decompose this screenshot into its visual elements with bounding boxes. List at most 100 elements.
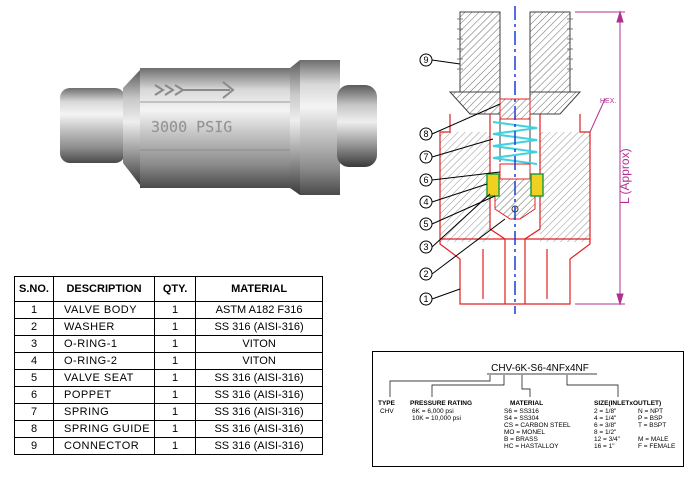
material-cell: SS 316 (AISI-316) — [195, 420, 324, 438]
thread-value: P = BSP — [638, 415, 663, 422]
svg-text:5: 5 — [423, 219, 428, 229]
material-heading: MATERIAL — [510, 400, 543, 407]
material-value: CS = CARBON STEEL — [504, 422, 571, 429]
length-dimension — [575, 10, 625, 306]
qty-cell: 1 — [154, 318, 197, 336]
material-cell: VITON — [195, 352, 324, 370]
material-cell: SS 316 (AISI-316) — [195, 437, 324, 455]
size-value: 16 = 1" — [594, 443, 615, 450]
table-header-row: S.NO. DESCRIPTION QTY. MATERIAL — [14, 276, 324, 302]
sno-cell: 2 — [14, 318, 54, 336]
sno-cell: 8 — [14, 420, 54, 438]
valve-seat-part — [486, 173, 544, 197]
size-value: 6 = 3/8" — [594, 422, 617, 429]
svg-text:2: 2 — [423, 269, 428, 279]
callout-9: 9 — [419, 53, 461, 67]
gender-value: F = FEMALE — [638, 443, 676, 450]
svg-text:3: 3 — [423, 242, 428, 252]
qty-cell: 1 — [154, 403, 197, 421]
size-value: 12 = 3/4" — [594, 436, 621, 443]
hex-label: HEX. — [600, 98, 616, 105]
material-value: S6 = SS316 — [504, 408, 539, 415]
cross-section-drawing: L (Approx) HEX. 9 8 7 6 4 5 3 2 1 — [419, 6, 632, 314]
material-value: HC = HASTALLOY — [504, 443, 559, 450]
size-value: 2 = 1/8" — [594, 408, 617, 415]
description-cell: O-RING-2 — [52, 352, 156, 370]
callout-1: 1 — [419, 288, 461, 306]
callout-4: 4 — [419, 183, 488, 209]
type-heading: TYPE — [378, 400, 396, 407]
material-cell: SS 316 (AISI-316) — [195, 318, 324, 336]
valve-body-shape — [60, 60, 377, 195]
callout-2: 2 — [419, 218, 506, 281]
gender-value: M = MALE — [638, 436, 669, 443]
material-cell: SS 316 (AISI-316) — [195, 386, 324, 404]
qty-cell: 1 — [154, 335, 197, 353]
pressure-value: 10K = 10,000 psi — [412, 415, 461, 422]
svg-text:1: 1 — [423, 294, 428, 304]
callout-8: 8 — [419, 103, 501, 141]
pressure-value: 6K = 6,000 psi — [412, 408, 454, 415]
part-callouts: 9 8 7 6 4 5 3 2 1 — [419, 53, 506, 306]
header-sno: S.NO. — [14, 276, 54, 302]
size-value: 4 = 1/4" — [594, 415, 617, 422]
connector-part — [448, 11, 582, 115]
sno-cell: 3 — [14, 335, 54, 353]
qty-cell: 1 — [154, 437, 197, 455]
qty-cell: 1 — [154, 386, 197, 404]
length-label: L (Approx) — [618, 148, 632, 204]
type-value: CHV — [380, 408, 394, 415]
thread-value: T = BSPT — [638, 422, 666, 429]
sno-cell: 4 — [14, 352, 54, 370]
pressure-stamp: 3000 PSIG — [151, 118, 232, 136]
qty-cell: 1 — [154, 420, 197, 438]
sno-cell: 6 — [14, 386, 54, 404]
sno-cell: 7 — [14, 403, 54, 421]
svg-text:4: 4 — [423, 197, 428, 207]
svg-text:7: 7 — [423, 152, 428, 162]
callout-6: 6 — [419, 171, 501, 187]
header-description: DESCRIPTION — [52, 276, 156, 302]
qty-cell: 1 — [154, 369, 197, 387]
callout-7: 7 — [419, 138, 494, 164]
material-value: B = BRASS — [504, 436, 538, 443]
material-value: S4 = SS304 — [504, 415, 539, 422]
material-cell: SS 316 (AISI-316) — [195, 369, 324, 387]
sno-cell: 9 — [14, 437, 54, 455]
pressure-heading: PRESSURE RATING — [410, 400, 472, 407]
qty-cell: 1 — [154, 352, 197, 370]
description-cell: SPRING — [52, 403, 156, 421]
description-cell: POPPET — [52, 386, 156, 404]
callout-3: 3 — [419, 193, 491, 254]
qty-cell: 1 — [154, 301, 197, 319]
size-value: 8 = 1/2" — [594, 429, 617, 436]
description-cell: VALVE SEAT — [52, 369, 156, 387]
description-cell: CONNECTOR — [52, 437, 156, 455]
description-cell: O-RING-1 — [52, 335, 156, 353]
svg-text:9: 9 — [423, 55, 428, 65]
size-heading: SIZE(INLETxOUTLET) — [594, 400, 661, 407]
description-cell: VALVE BODY — [52, 301, 156, 319]
ordering-code: CHV-6K-S6-4NFx4NF — [491, 363, 589, 374]
ordering-code-box: CHV-6K-S6-4NFx4NF TYPE CHV PRESSURE RATI… — [372, 351, 684, 467]
code-leader-lines — [389, 375, 619, 397]
material-cell: ASTM A182 F316 — [195, 301, 324, 319]
material-value: MO = MONEL — [504, 429, 545, 436]
header-qty: QTY. — [154, 276, 197, 302]
flow-arrow-icon — [154, 81, 235, 99]
body-wall-right — [540, 132, 590, 242]
body-wall-left — [440, 132, 490, 242]
valve-photo: 3000 PSIG — [60, 60, 377, 195]
svg-text:6: 6 — [423, 175, 428, 185]
description-cell: SPRING GUIDE — [52, 420, 156, 438]
material-cell: VITON — [195, 335, 324, 353]
sno-cell: 1 — [14, 301, 54, 319]
